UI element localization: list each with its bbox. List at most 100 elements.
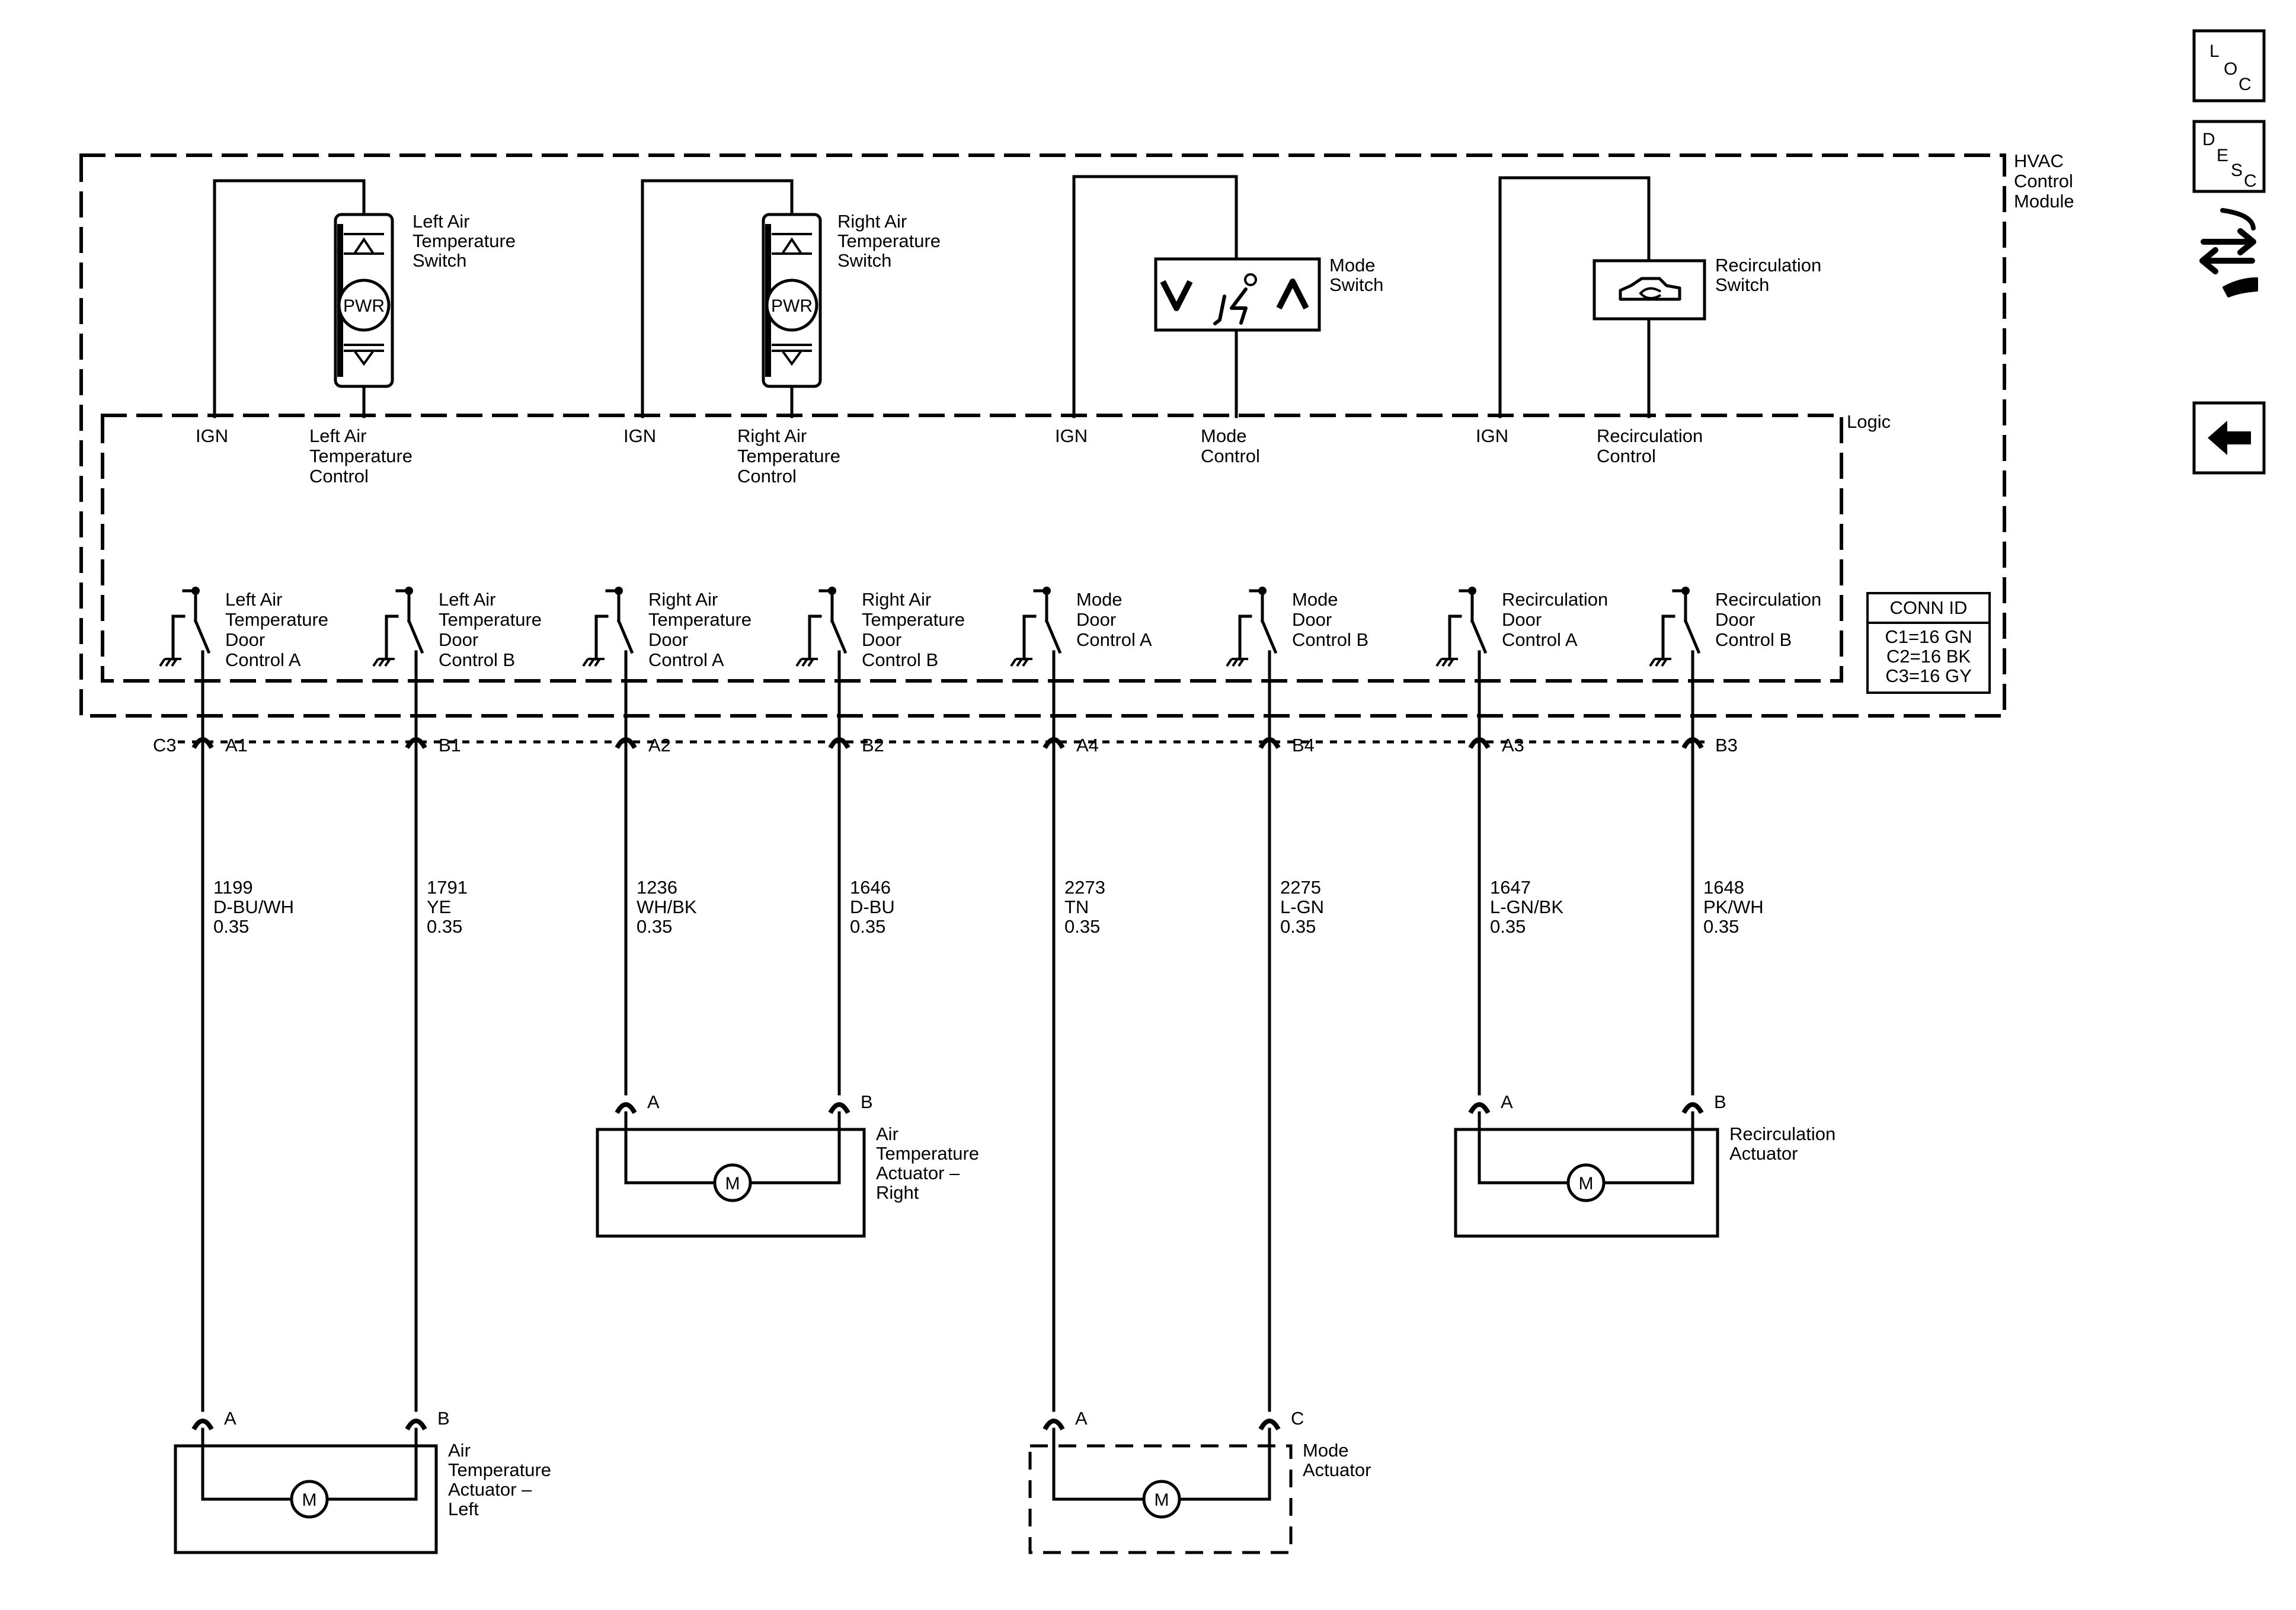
circuit-number: 2273 — [1064, 877, 1105, 898]
right-actuator-pin-b-label: B — [861, 1092, 873, 1112]
ground-icon — [1435, 658, 1458, 667]
recirc-switch-body — [1593, 259, 1706, 321]
conn-id-row: C2=16 BK — [1886, 646, 1971, 667]
connector-pin-a2 — [615, 737, 637, 750]
right-switch-label: Switch — [837, 250, 891, 271]
left-actuator-housing — [174, 1444, 438, 1554]
recirc-actuator-pin-b-label: B — [1714, 1092, 1726, 1112]
mode-actuator-label: Mode — [1303, 1440, 1349, 1461]
circuit-number: 1791 — [427, 877, 468, 898]
left-air-temperature-switch — [334, 213, 394, 388]
output-driver-a1-label: Left Air — [225, 589, 283, 610]
loc-button[interactable]: L O C — [2192, 29, 2266, 103]
logic-input-label: Mode — [1201, 425, 1247, 446]
ign-label: IGN — [1476, 425, 1508, 446]
pin-label-a3: A3 — [1502, 735, 1524, 756]
hvac-module-boundary — [79, 153, 2006, 718]
output-driver-a2-label: Right Air — [648, 589, 718, 610]
ign-label: IGN — [196, 425, 228, 446]
output-driver-a2-label: Temperature — [648, 609, 752, 630]
logic-input-label: Left Air — [309, 425, 367, 446]
output-driver-a3-label: Control A — [1502, 629, 1578, 650]
nav-panel: L O C D E S C — [2192, 29, 2266, 475]
desc-letter-c: C — [2244, 171, 2257, 191]
conn-id-title: CONN ID — [1890, 597, 1968, 618]
right-actuator-label: Actuator – — [876, 1163, 960, 1183]
logic-input-label: Control — [309, 466, 369, 486]
mode-down-icon — [1160, 280, 1193, 311]
connector-pin-b3 — [1681, 737, 1704, 750]
pin-label-a4: A4 — [1076, 735, 1099, 756]
desc-button[interactable]: D E S C — [2192, 120, 2266, 193]
output-driver-a3-label: Door — [1502, 609, 1542, 630]
mode-actuator-pin-b-label: C — [1291, 1408, 1304, 1429]
mode-up-icon — [1276, 279, 1309, 310]
output-driver-b1-label: Temperature — [439, 609, 542, 630]
output-driver-a1-label: Control A — [225, 649, 301, 670]
hvac-module-label: HVAC — [2014, 151, 2064, 171]
pin-label-a1: A1 — [225, 735, 248, 756]
left-actuator-pin-b-label: B — [437, 1408, 450, 1429]
mode-actuator-pin-a — [1043, 1419, 1065, 1431]
left-actuator-pin-b — [405, 1419, 427, 1431]
output-driver-b2-blade — [830, 619, 848, 654]
wire-gauge: 0.35 — [427, 916, 462, 937]
wire-color: D-BU — [850, 897, 895, 917]
pin-label-b3: B3 — [1715, 735, 1738, 756]
output-driver-b1-blade — [407, 619, 424, 654]
output-driver-a1-label: Door — [225, 629, 265, 650]
wire-gauge: 0.35 — [637, 916, 672, 937]
output-driver-b1-label: Control B — [439, 649, 515, 670]
seated-person-head — [1244, 273, 1257, 286]
right-switch-label: Right Air — [837, 211, 907, 232]
right-switch-label: Temperature — [837, 231, 941, 251]
pin-label-b4: B4 — [1292, 735, 1315, 756]
output-driver-a2-blade — [616, 619, 634, 654]
wire-color: TN — [1064, 897, 1089, 917]
hvac-module-label: Control — [2014, 171, 2073, 191]
output-driver-a4-label: Mode — [1076, 589, 1123, 610]
connector-pin-b2 — [828, 737, 850, 750]
left-actuator-pin-a-label: A — [224, 1408, 236, 1429]
right-actuator-pin-a-label: A — [647, 1092, 660, 1112]
conn-id-row: C1=16 GN — [1885, 626, 1972, 647]
right-air-temperature-switch — [762, 213, 822, 388]
circuit-number: 2275 — [1280, 877, 1321, 898]
desc-letter-e: E — [2217, 146, 2228, 165]
wire-gauge: 0.35 — [1064, 916, 1100, 937]
back-button[interactable] — [2192, 401, 2266, 475]
recirc-actuator-label: Actuator — [1729, 1143, 1798, 1164]
power-button-label: PWR — [771, 296, 813, 316]
motor-label: M — [1155, 1490, 1169, 1510]
recirc-switch-label: Switch — [1715, 274, 1769, 295]
connector-pin-b1 — [405, 737, 427, 750]
wire-gauge: 0.35 — [1490, 916, 1526, 937]
connector-swap-icon[interactable] — [2199, 208, 2258, 297]
conn-id-box — [1866, 592, 1991, 694]
ign-label: IGN — [623, 425, 656, 446]
logic-input-label: Recirculation — [1597, 425, 1703, 446]
motor-label: M — [1579, 1174, 1594, 1193]
output-driver-a3-blade — [1470, 619, 1488, 654]
wire-gauge: 0.35 — [850, 916, 885, 937]
loc-letter-c: C — [2239, 75, 2252, 94]
ground-icon — [1010, 658, 1032, 667]
output-driver-b1-label: Door — [439, 629, 478, 650]
conn-id-row: C3=16 GY — [1885, 665, 1972, 686]
output-driver-b4-label: Control B — [1292, 629, 1368, 650]
output-driver-b3-label: Door — [1715, 609, 1755, 630]
pin-label-b1: B1 — [439, 735, 461, 756]
seated-person-body — [1213, 287, 1248, 325]
hvac-module-label: Module — [2014, 191, 2074, 212]
recirc-actuator-pin-a — [1468, 1102, 1491, 1115]
output-driver-b3-label: Control B — [1715, 629, 1792, 650]
output-driver-b3-label: Recirculation — [1715, 589, 1821, 610]
left-switch-label: Switch — [412, 250, 466, 271]
loc-letter-o: O — [2224, 59, 2237, 79]
wire-color: L-GN/BK — [1490, 897, 1563, 917]
mode-switch-label: Mode — [1329, 255, 1376, 276]
wire-gauge: 0.35 — [213, 916, 249, 937]
recirc-actuator-pin-a-label: A — [1501, 1092, 1513, 1112]
output-driver-b4-blade — [1260, 619, 1278, 654]
power-button-label: PWR — [343, 296, 385, 316]
